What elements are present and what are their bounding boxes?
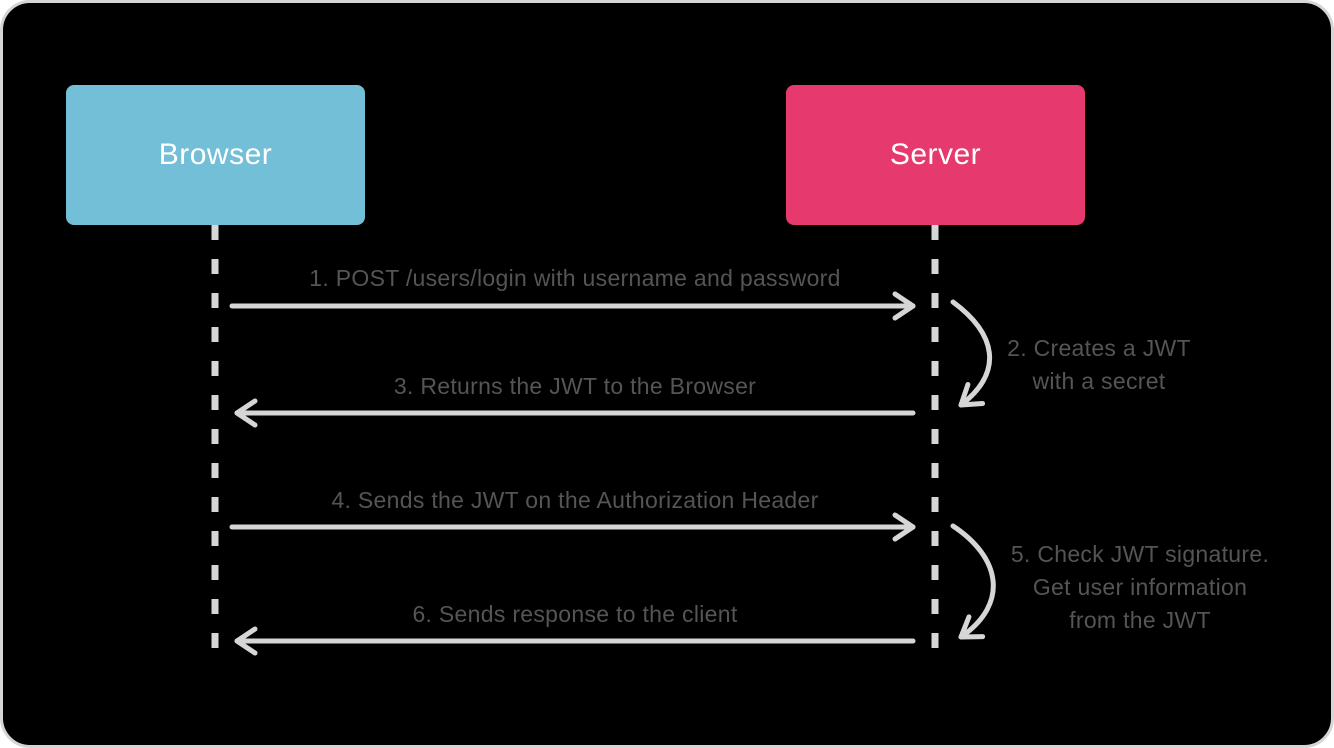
- actor-server-box: Server: [786, 85, 1085, 225]
- actor-server-label: Server: [889, 138, 982, 171]
- actor-browser-box: Browser: [66, 85, 365, 225]
- diagram-lines: [211, 225, 996, 656]
- message-4-label: 4. Sends the JWT on the Authorization He…: [331, 487, 819, 513]
- message-5-label: 5. Check JWT signature. Get user informa…: [1010, 541, 1270, 633]
- actor-browser-label: Browser: [158, 138, 273, 171]
- message-3-label: 3. Returns the JWT to the Browser: [393, 373, 757, 399]
- message-6-label: 6. Sends response to the client: [412, 601, 738, 627]
- message-5-self-loop-arrow: [950, 523, 996, 640]
- message-2-label: 2. Creates a JWT with a secret: [1007, 335, 1191, 394]
- message-1-label: 1. POST /users/login with username and p…: [309, 265, 841, 291]
- message-2-self-loop-arrow: [950, 299, 993, 408]
